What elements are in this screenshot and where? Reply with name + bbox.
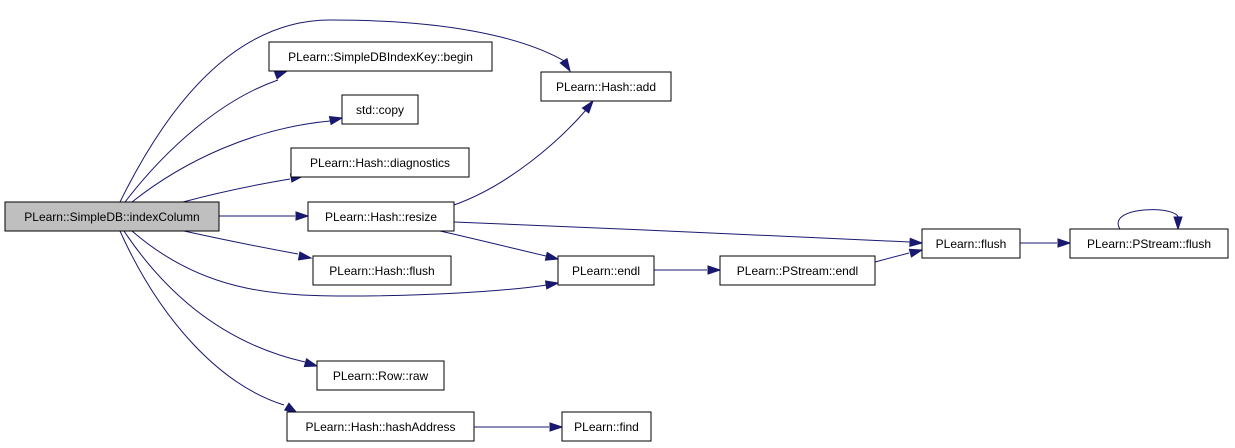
node-label: PLearn::Hash::resize [325, 210, 437, 224]
edge-line [119, 230, 285, 406]
edge-root-to-hash-resize [219, 211, 310, 221]
edge-endl-to-pstream-endl [654, 265, 722, 275]
node-row-raw[interactable]: PLearn::Row::raw [316, 360, 445, 391]
node-label: PLearn::Hash::hashAddress [305, 420, 455, 434]
arrowhead [544, 280, 560, 290]
node-label: PLearn::SimpleDB::indexColumn [24, 210, 199, 224]
node-label: PLearn::Hash::diagnostics [310, 156, 450, 170]
edge-line [439, 230, 547, 257]
arrowhead [559, 57, 571, 73]
arrowhead [549, 422, 564, 432]
edge-root-to-endl [131, 230, 560, 297]
edge-root-to-hash-flush [183, 230, 313, 261]
node-std-copy[interactable]: std::copy [341, 94, 419, 125]
edge-hash-hashaddress-to-find [474, 422, 564, 432]
edge-root-to-idxkey-begin [124, 70, 289, 203]
edge-line [182, 178, 291, 203]
node-hash-diagnostics[interactable]: PLearn::Hash::diagnostics [290, 147, 470, 178]
edge-line [453, 109, 587, 206]
edge-flush-to-pstream-flush [1020, 238, 1072, 248]
node-pstream-flush[interactable]: PLearn::PStream::flush [1069, 228, 1229, 259]
edge-line [131, 120, 331, 203]
node-idxkey-begin[interactable]: PLearn::SimpleDBIndexKey::begin [268, 41, 493, 72]
arrowhead [295, 211, 310, 221]
arrowhead [303, 358, 319, 368]
node-hash-add[interactable]: PLearn::Hash::add [540, 71, 672, 102]
arrowhead [328, 116, 344, 126]
node-hash-flush[interactable]: PLearn::Hash::flush [312, 255, 452, 286]
edge-hash-resize-to-hash-add [453, 99, 594, 206]
node-label: PLearn::Hash::flush [329, 264, 434, 278]
node-hash-resize[interactable]: PLearn::Hash::resize [307, 201, 455, 232]
edge-pstream-endl-to-flush [874, 248, 924, 263]
nodes-layer: PLearn::SimpleDB::indexColumn PLearn::Si… [4, 41, 1229, 442]
edge-root-to-std-copy [131, 116, 344, 203]
node-label: PLearn::find [574, 420, 639, 434]
edges-layer [119, 19, 1183, 432]
node-label: std::copy [356, 103, 404, 117]
node-endl[interactable]: PLearn::endl [557, 255, 655, 286]
arrowhead [1057, 238, 1072, 248]
arrowhead [273, 70, 289, 80]
node-label: PLearn::Hash::add [556, 80, 656, 94]
node-label: PLearn::flush [936, 237, 1007, 251]
edge-line [874, 252, 910, 263]
node-label: PLearn::Row::raw [333, 369, 429, 383]
node-label: PLearn::PStream::flush [1087, 237, 1211, 251]
edge-hash-resize-to-endl [439, 230, 560, 261]
edge-line [119, 19, 567, 203]
node-label: PLearn::endl [572, 264, 640, 278]
arrowhead [544, 251, 560, 261]
edge-line [183, 230, 299, 255]
edge-root-to-hash-diagnostics [182, 173, 305, 203]
edge-root-to-hash-add [119, 19, 571, 203]
edge-root-to-hash-hashaddress [119, 230, 299, 414]
edge-line [124, 79, 279, 203]
node-find[interactable]: PLearn::find [561, 411, 652, 442]
arrowhead [1173, 216, 1183, 231]
node-hash-hashaddress[interactable]: PLearn::Hash::hashAddress [286, 411, 475, 442]
edge-line [453, 221, 911, 243]
arrowhead [581, 99, 594, 114]
node-flush[interactable]: PLearn::flush [921, 228, 1021, 259]
arrowhead [909, 237, 924, 248]
edge-root-to-row-raw [123, 230, 319, 368]
node-pstream-endl[interactable]: PLearn::PStream::endl [719, 255, 876, 286]
arrowhead [707, 265, 722, 275]
edge-hash-resize-to-flush [453, 221, 924, 248]
edge-line [1117, 209, 1179, 230]
edge-line [123, 230, 306, 363]
edge-pstream-flush-to-pstream-flush [1117, 209, 1183, 231]
node-label: PLearn::SimpleDBIndexKey::begin [288, 50, 473, 64]
node-root[interactable]: PLearn::SimpleDB::indexColumn [4, 201, 220, 232]
node-label: PLearn::PStream::endl [737, 264, 858, 278]
arrowhead [908, 248, 924, 258]
arrowhead [297, 251, 313, 261]
edge-line [131, 230, 548, 297]
